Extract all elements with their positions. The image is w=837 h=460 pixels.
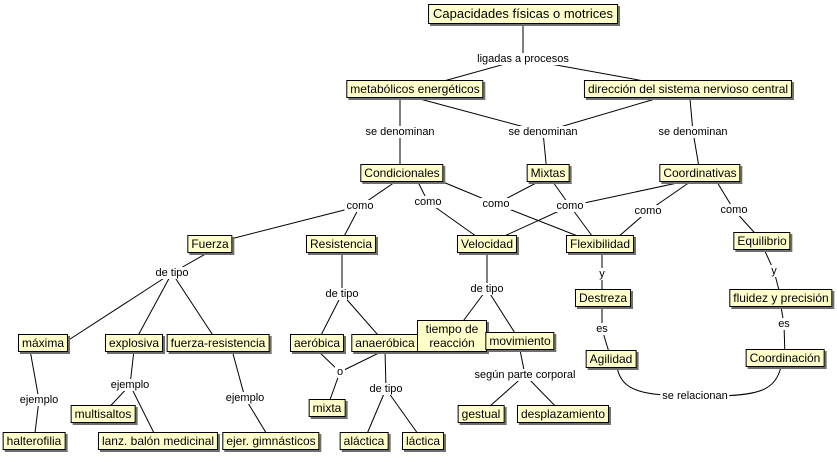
link-como: como xyxy=(480,198,512,210)
concept-resistencia[interactable]: Resistencia xyxy=(305,235,377,253)
link-es: es xyxy=(594,323,610,335)
link-ligadas: ligadas a procesos xyxy=(475,53,571,65)
concept-mixtas[interactable]: Mixtas xyxy=(526,164,570,182)
link-como: como xyxy=(718,204,750,216)
concept-lanz-balon[interactable]: lanz. balón medicinal xyxy=(97,432,219,450)
concept-condicionales[interactable]: Condicionales xyxy=(360,164,444,182)
concept-destreza[interactable]: Destreza xyxy=(574,289,632,307)
link-como: como xyxy=(412,196,444,208)
concept-tiempo-reaccion[interactable]: tiempo de reacción xyxy=(417,320,487,352)
root-concept[interactable]: Capacidades físicas o motrices xyxy=(428,4,618,24)
concept-equilibrio[interactable]: Equilibrio xyxy=(733,232,791,250)
link-de-tipo: de tipo xyxy=(323,288,361,300)
concept-coordinacion[interactable]: Coordinación xyxy=(745,349,825,367)
link-se-relacionan: se relacionan xyxy=(660,390,730,402)
link-es: es xyxy=(776,318,792,330)
link-como: como xyxy=(554,200,586,212)
concept-halterofilia[interactable]: halterofilia xyxy=(2,432,66,450)
concept-lactica[interactable]: láctica xyxy=(401,432,445,450)
concept-flexibilidad[interactable]: Flexibilidad xyxy=(565,235,635,253)
link-se-denominan: se denominan xyxy=(506,126,580,138)
concept-fuerza[interactable]: Fuerza xyxy=(187,235,233,253)
link-se-denominan: se denominan xyxy=(363,126,437,138)
concept-direccion[interactable]: dirección del sistema nervioso central xyxy=(583,80,793,98)
concept-agilidad[interactable]: Agilidad xyxy=(585,350,637,368)
link-ejemplo: ejemplo xyxy=(17,394,61,406)
link-y: y xyxy=(769,265,779,277)
link-de-tipo: de tipo xyxy=(153,267,191,279)
link-se-denominan: se denominan xyxy=(656,126,730,138)
concept-mixta[interactable]: mixta xyxy=(308,399,346,417)
link-o: o xyxy=(334,366,346,378)
link-como: como xyxy=(632,205,664,217)
concept-alactica[interactable]: aláctica xyxy=(339,432,389,450)
concept-multisaltos[interactable]: multisaltos xyxy=(70,405,136,423)
concept-ejer-gimnasticos[interactable]: ejer. gimnásticos xyxy=(222,432,320,450)
concept-coordinativas[interactable]: Coordinativas xyxy=(659,164,741,182)
link-ejemplo: ejemplo xyxy=(223,392,267,404)
link-segun-parte-corporal: según parte corporal xyxy=(472,369,578,381)
concept-velocidad[interactable]: Velocidad xyxy=(456,235,518,253)
concept-anaerobica[interactable]: anaeróbica xyxy=(351,334,419,352)
concept-metabolicos[interactable]: metabólicos energéticos xyxy=(346,80,484,98)
link-de-tipo: de tipo xyxy=(468,283,506,295)
concept-fuerza-resistencia[interactable]: fuerza-resistencia xyxy=(166,334,270,352)
link-de-tipo: de tipo xyxy=(367,383,405,395)
concept-aerobica[interactable]: aeróbica xyxy=(289,334,345,352)
concept-explosiva[interactable]: explosiva xyxy=(104,334,164,352)
concept-desplazamiento[interactable]: desplazamiento xyxy=(516,405,610,423)
link-como: como xyxy=(344,200,376,212)
link-y: y xyxy=(597,268,607,280)
link-ejemplo: ejemplo xyxy=(108,379,152,391)
concept-fluidez[interactable]: fluidez y precisión xyxy=(729,289,833,307)
concept-movimiento[interactable]: movimiento xyxy=(485,332,555,350)
concept-maxima[interactable]: máxima xyxy=(17,334,69,352)
concept-gestual[interactable]: gestual xyxy=(457,405,505,423)
